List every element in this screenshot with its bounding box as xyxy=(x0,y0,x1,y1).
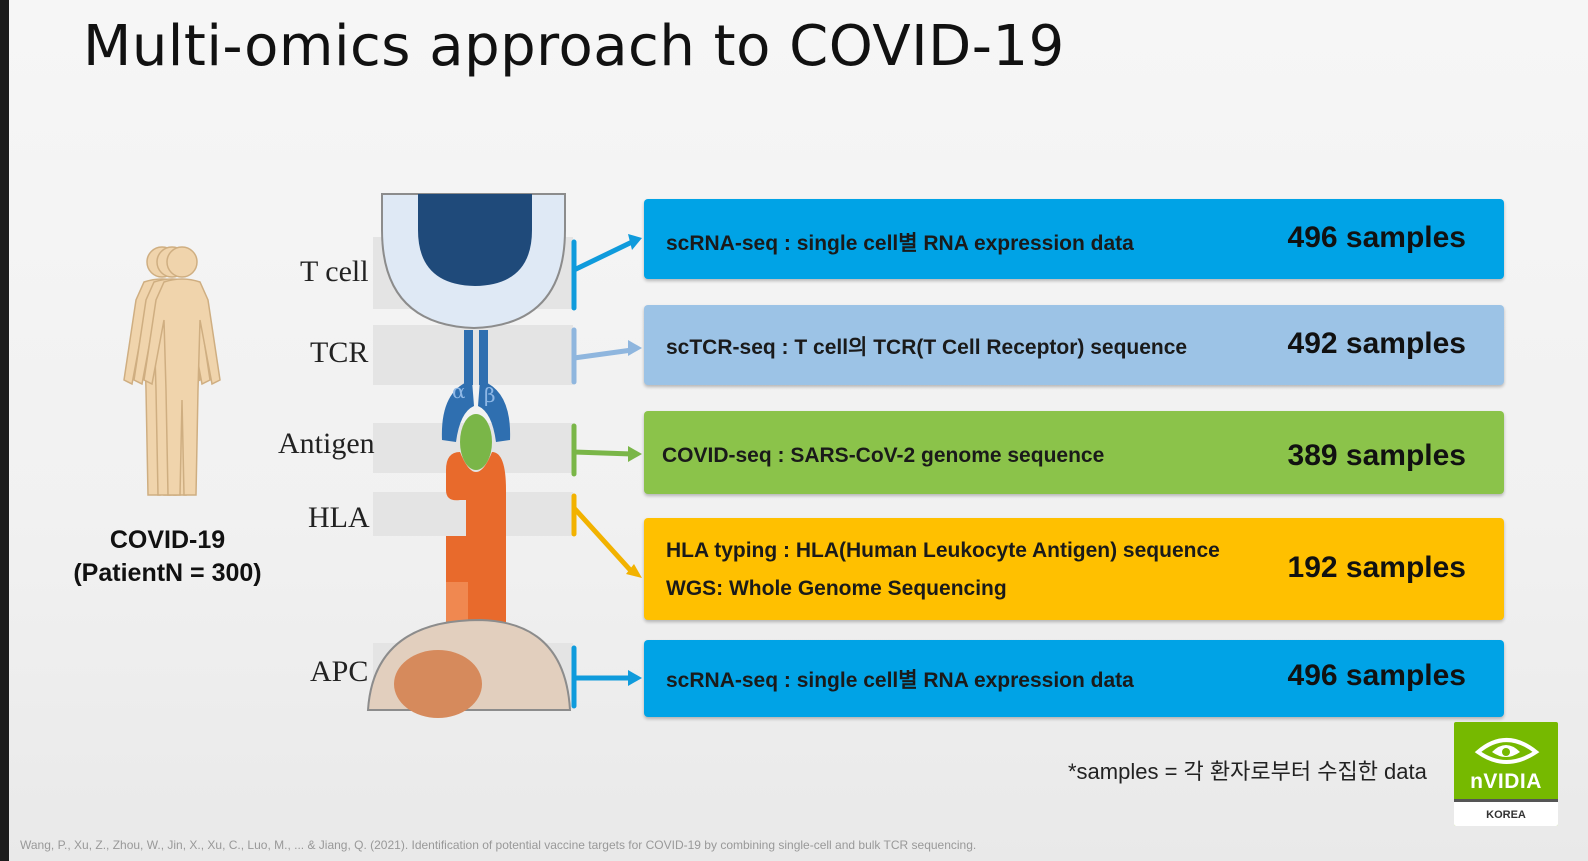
box-description: COVID-seq : SARS-CoV-2 genome sequence xyxy=(662,444,1104,468)
antigen-shape xyxy=(460,414,492,470)
nvidia-wordmark: nVIDIA xyxy=(1454,770,1558,794)
box-description: scTCR-seq : T cell의 TCR(T Cell Receptor)… xyxy=(666,331,1187,361)
box-description: HLA typing : HLA(Human Leukocyte Antigen… xyxy=(666,539,1220,563)
data-box-covid: COVID-seq : SARS-CoV-2 genome sequence 3… xyxy=(644,411,1504,494)
slide-title: Multi-omics approach to COVID-19 xyxy=(83,14,1065,79)
box-sample-count: 389 samples xyxy=(1288,439,1466,473)
tcell-nucleus-shape xyxy=(418,194,532,286)
footnote: *samples = 각 환자로부터 수집한 data xyxy=(1068,754,1427,786)
citation: Wang, P., Xu, Z., Zhou, W., Jin, X., Xu,… xyxy=(20,838,976,852)
beta-symbol: β xyxy=(484,383,496,407)
arrow-scrna-tcell xyxy=(574,242,632,308)
nvidia-logo: nVIDIA KOREA xyxy=(1454,722,1558,826)
data-box-scrna-tcell: scRNA-seq : single cell별 RNA expression … xyxy=(644,199,1504,279)
patient-silhouettes-icon xyxy=(110,240,250,505)
arrow-hla xyxy=(574,496,632,572)
data-box-hla: HLA typing : HLA(Human Leukocyte Antigen… xyxy=(644,518,1504,620)
left-edge-bar xyxy=(0,0,9,861)
alpha-symbol: α xyxy=(452,379,466,403)
arrow-covid xyxy=(574,426,632,474)
box-sample-count: 496 samples xyxy=(1288,659,1466,693)
tcr-hla-diagram: α β xyxy=(360,190,650,720)
box-sample-count: 496 samples xyxy=(1288,221,1466,255)
box-sample-count: 492 samples xyxy=(1288,327,1466,361)
box-sample-count: 192 samples xyxy=(1288,551,1466,585)
apc-nucleus-shape xyxy=(394,650,482,718)
box-description: scRNA-seq : single cell별 RNA expression … xyxy=(666,227,1134,257)
box-description: scRNA-seq : single cell별 RNA expression … xyxy=(666,664,1134,694)
nvidia-eye-icon xyxy=(1454,724,1558,774)
data-box-scrna-apc: scRNA-seq : single cell별 RNA expression … xyxy=(644,640,1504,717)
arrow-scrna-apc xyxy=(574,648,632,706)
patient-disease-label: COVID-19 xyxy=(40,524,295,557)
arrow-sctcr xyxy=(574,330,632,382)
data-box-sctcr: scTCR-seq : T cell의 TCR(T Cell Receptor)… xyxy=(644,305,1504,385)
label-tcell: T cell xyxy=(300,255,369,289)
box-description-secondary: WGS: Whole Genome Sequencing xyxy=(666,577,1007,601)
patient-caption: COVID-19 (PatientN = 300) xyxy=(40,524,295,590)
nvidia-region-label: KOREA xyxy=(1454,799,1558,826)
patient-count-label: (PatientN = 300) xyxy=(40,557,295,590)
